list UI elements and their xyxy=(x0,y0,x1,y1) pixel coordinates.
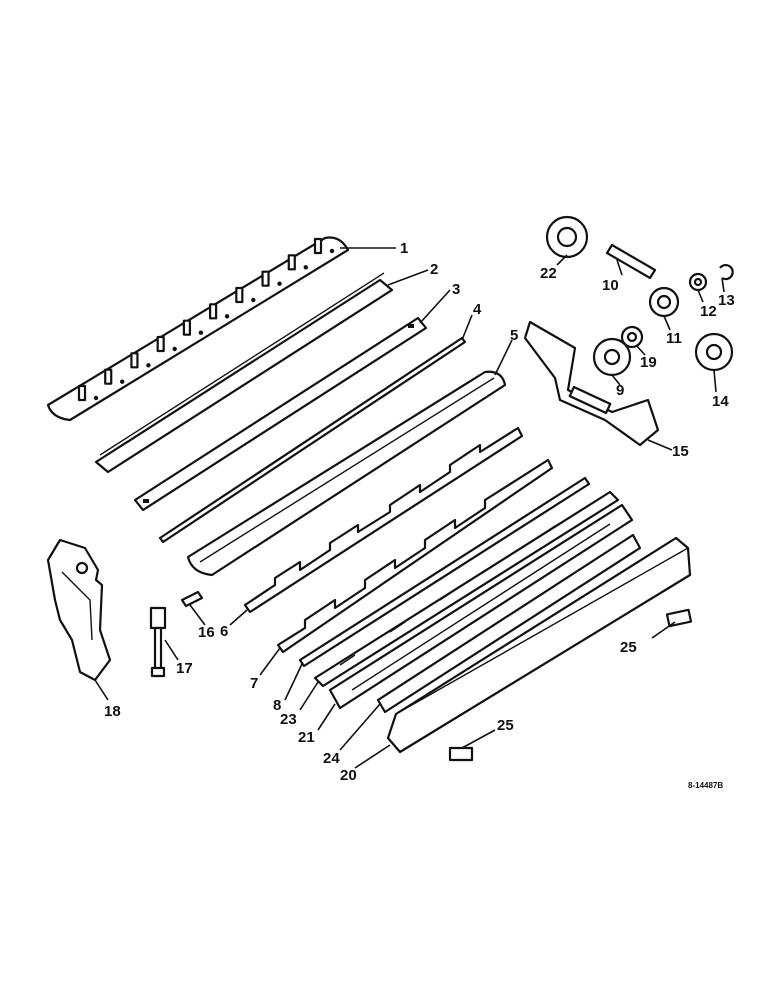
callout-16: 16 xyxy=(198,624,215,641)
part-23-channel xyxy=(313,490,620,688)
callout-7: 7 xyxy=(250,675,258,692)
pin-hole xyxy=(277,281,282,286)
part-3-flat-strip xyxy=(133,316,428,512)
part-20-side-panel xyxy=(386,536,692,754)
callout-13: 13 xyxy=(718,292,735,309)
callout-25-bottom: 25 xyxy=(497,717,514,734)
pin xyxy=(77,384,87,402)
pin-hole xyxy=(172,346,177,352)
part-13-clip xyxy=(719,263,734,281)
callout-19: 19 xyxy=(640,354,657,371)
pin-hole xyxy=(303,265,308,270)
pin-hole xyxy=(93,395,99,401)
part-4-rod xyxy=(158,336,467,544)
part-15-bracket-plate xyxy=(523,320,660,447)
part-25-plate-bottom xyxy=(448,746,474,762)
callout-5: 5 xyxy=(510,327,518,344)
callout-6: 6 xyxy=(220,623,228,640)
callout-9: 9 xyxy=(616,382,624,399)
callout-4: 4 xyxy=(473,301,482,318)
part-18-end-bracket xyxy=(46,538,112,682)
callout-20: 20 xyxy=(340,767,357,784)
part-12-nut xyxy=(688,272,708,292)
pin-hole xyxy=(198,330,204,335)
part-25-plate-right xyxy=(665,608,693,628)
callout-10: 10 xyxy=(602,277,619,294)
pin-hole xyxy=(251,297,256,303)
pin-hole xyxy=(146,363,151,368)
pin xyxy=(209,303,218,320)
callout-3: 3 xyxy=(452,281,460,298)
part-14-sprocket xyxy=(694,332,734,372)
callout-8: 8 xyxy=(273,697,281,714)
callout-24: 24 xyxy=(323,750,340,767)
pin xyxy=(261,270,270,287)
callout-18: 18 xyxy=(104,703,121,720)
part-8-thin-strip xyxy=(298,476,591,668)
pin xyxy=(235,286,244,304)
part-19-bearing xyxy=(620,325,644,349)
pin-hole xyxy=(329,248,335,254)
callout-25-right: 25 xyxy=(620,639,637,656)
figure-number: 8-14487B xyxy=(688,781,723,790)
callout-15: 15 xyxy=(672,443,689,460)
part-6-notched-strip xyxy=(243,426,524,614)
callout-2: 2 xyxy=(430,261,438,278)
part-11-sprocket xyxy=(648,286,680,318)
part-10-chain xyxy=(605,243,657,280)
part-2-angle-strip xyxy=(94,272,394,474)
callout-22: 22 xyxy=(540,265,557,282)
part-17-bolt xyxy=(149,606,167,678)
callout-21: 21 xyxy=(298,729,315,746)
pin xyxy=(287,254,296,271)
part-22-sprocket xyxy=(545,215,589,259)
callout-23: 23 xyxy=(280,711,297,728)
callout-17: 17 xyxy=(176,660,193,677)
pin-hole xyxy=(120,379,125,384)
pin xyxy=(130,352,139,369)
pin xyxy=(313,237,323,255)
pin xyxy=(156,335,165,353)
pin xyxy=(104,368,113,385)
part-7-notched-strip xyxy=(276,458,554,654)
pin-hole xyxy=(224,314,230,319)
callout-1: 1 xyxy=(400,240,408,257)
callout-11: 11 xyxy=(666,330,682,347)
pin xyxy=(182,319,191,336)
part-1-pin-bar xyxy=(46,236,350,422)
part-5-trough-panel xyxy=(186,370,507,577)
callout-12: 12 xyxy=(700,303,717,320)
part-16-pin xyxy=(180,590,204,608)
leader-lines xyxy=(94,247,725,769)
part-21-side-rail xyxy=(328,503,634,710)
callout-14: 14 xyxy=(712,393,729,410)
part-24-long-rail xyxy=(376,533,642,714)
